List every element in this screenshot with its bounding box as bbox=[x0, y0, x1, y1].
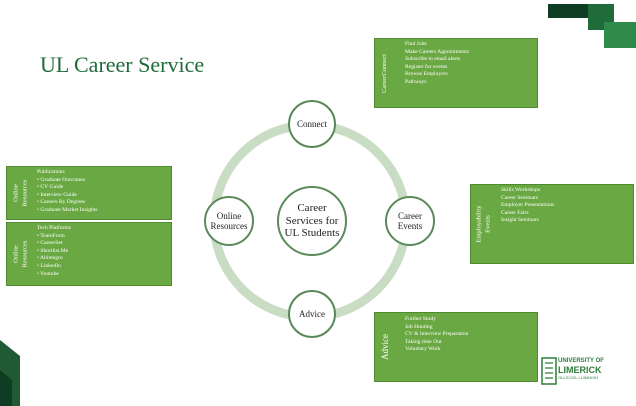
node-advice: Advice bbox=[288, 290, 336, 338]
list-item: • Shortlist.Me bbox=[37, 247, 69, 254]
list-item: Publications bbox=[37, 169, 65, 175]
center-line-3: UL Students bbox=[284, 227, 340, 240]
list-item: Taking time Out bbox=[405, 338, 442, 345]
list-item: • Graduate Outcomes bbox=[37, 176, 85, 183]
center-line-1: Career bbox=[297, 202, 327, 215]
list-item: • Careers By Degrees bbox=[37, 199, 86, 206]
employability-label-line-2: Events bbox=[485, 215, 493, 233]
node-online-resources-line-2: Resources bbox=[210, 221, 248, 231]
advice-box: Advice Further Study Job Hunting CV & In… bbox=[374, 312, 538, 382]
online-resources-publications-list: Publications • Graduate Outcomes • CV Gu… bbox=[37, 169, 167, 215]
node-career-events: Career Events bbox=[385, 196, 435, 246]
employability-events-box: Employability Events Skills Workshops Ca… bbox=[470, 184, 634, 264]
center-line-2: Services for bbox=[285, 214, 339, 227]
list-item: Job Hunting bbox=[405, 323, 433, 330]
careerconnect-box: CareerConnect Find Jobs Make Careers App… bbox=[374, 38, 538, 108]
page-title: UL Career Service bbox=[40, 52, 205, 77]
list-item: • LinkedIn bbox=[37, 262, 61, 269]
careerconnect-list: Find Jobs Make Careers Appointments Subs… bbox=[405, 41, 533, 87]
list-item: Make Careers Appointments bbox=[405, 48, 470, 55]
logo-line-1: UNIVERSITY OF bbox=[558, 358, 604, 364]
list-item: Insight Seminars bbox=[501, 217, 539, 224]
list-item: Employer Presentations bbox=[501, 202, 555, 209]
online-resources-pubs-label-line-2: Resources bbox=[21, 179, 28, 207]
list-item: • Graduate Market Insights bbox=[37, 206, 98, 213]
online-resources-publications-box: Online Resources Publications • Graduate… bbox=[6, 166, 172, 220]
list-item: Subscribe to email alerts bbox=[405, 56, 461, 63]
online-resources-tech-box: Online Resources Tech Platforms • TeamFo… bbox=[6, 222, 172, 286]
careerconnect-box-label: CareerConnect bbox=[380, 53, 388, 93]
node-online-resources: Online Resources bbox=[204, 196, 254, 246]
corner-decoration-top-right bbox=[548, 4, 636, 48]
node-advice-label: Advice bbox=[299, 308, 325, 319]
list-item: CV & Interview Preparation bbox=[405, 331, 469, 338]
list-item: • Interview Guide bbox=[37, 191, 77, 198]
list-item: Further Study bbox=[405, 316, 436, 322]
node-career-events-line-2: Events bbox=[397, 221, 423, 231]
list-item: • TeamForm bbox=[37, 232, 65, 239]
list-item: • Abintegro bbox=[37, 255, 63, 262]
center-node: Career Services for UL Students bbox=[277, 186, 347, 256]
list-item: Find Jobs bbox=[405, 41, 427, 47]
online-resources-tech-list: Tech Platforms • TeamForm • CareerSet • … bbox=[37, 225, 167, 278]
online-resources-tech-label-line-1: Online bbox=[12, 245, 19, 263]
list-item: Pathways bbox=[405, 78, 427, 85]
advice-box-label: Advice bbox=[380, 334, 390, 360]
logo-line-3: OLLSCOIL LUIMNIGH bbox=[558, 375, 599, 380]
node-online-resources-line-1: Online bbox=[216, 210, 242, 221]
advice-list: Further Study Job Hunting CV & Interview… bbox=[405, 316, 533, 354]
logo-line-2: LIMERICK bbox=[558, 365, 602, 375]
corner-decoration-bottom-left bbox=[0, 340, 20, 406]
online-resources-tech-label-line-2: Resources bbox=[21, 240, 28, 268]
online-resources-pubs-label-line-1: Online bbox=[12, 184, 19, 202]
university-logo-text: UNIVERSITY OF LIMERICK OLLSCOIL LUIMNIGH bbox=[558, 357, 604, 380]
list-item: Skills Workshops bbox=[501, 187, 541, 193]
list-item: Career Fairs bbox=[501, 209, 529, 216]
list-item: • CV Guide bbox=[37, 184, 64, 191]
list-item: Browse Employers bbox=[405, 71, 448, 78]
employability-events-list: Skills Workshops Career Seminars Employe… bbox=[501, 187, 629, 225]
list-item: Register for events bbox=[405, 63, 448, 70]
node-career-events-line-1: Career bbox=[398, 210, 422, 221]
list-item: Career Seminars bbox=[501, 194, 539, 201]
online-resources-publications-label: Online Resources bbox=[9, 167, 31, 219]
university-logo-icon bbox=[541, 357, 557, 385]
list-item: Voluntary Work bbox=[405, 346, 441, 353]
employability-events-box-label: Employability Events bbox=[473, 185, 495, 263]
list-item: • Youtube bbox=[37, 270, 59, 277]
online-resources-tech-label: Online Resources bbox=[9, 223, 31, 285]
employability-label-line-1: Employability bbox=[476, 205, 484, 243]
list-item: • CareerSet bbox=[37, 240, 63, 247]
list-item: Tech Platforms bbox=[37, 225, 71, 231]
node-connect-label: Connect bbox=[297, 118, 327, 129]
node-connect: Connect bbox=[288, 100, 336, 148]
